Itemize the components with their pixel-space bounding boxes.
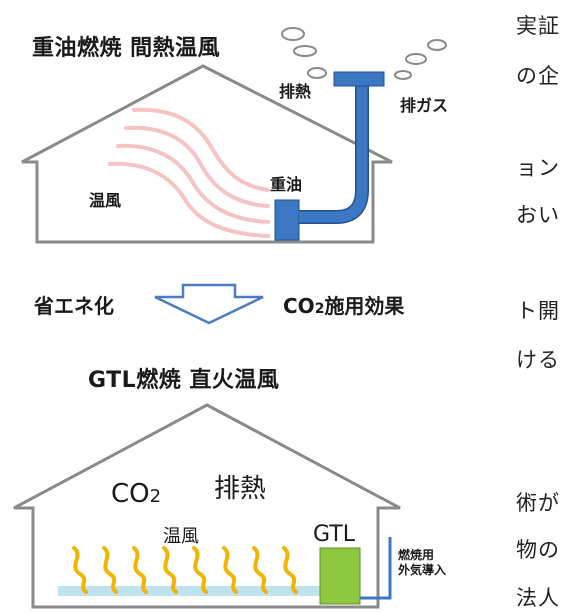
floor-band	[58, 586, 320, 596]
side-text-1: 実証	[516, 14, 560, 38]
co2-label: CO2	[111, 481, 161, 507]
side-text-5: ト開	[516, 299, 560, 323]
warm-air-label: 温風	[89, 191, 122, 210]
bottom-house-outline	[13, 403, 401, 609]
down-arrow	[154, 283, 264, 325]
co2-effect-prefix: CO	[283, 294, 315, 318]
smoke-rings	[281, 27, 447, 80]
warm-air-stripes	[108, 107, 270, 238]
exhaust-heat-label: 排熱	[279, 82, 312, 101]
side-text-2: の企	[516, 64, 560, 88]
heavy-oil-heater	[274, 199, 300, 241]
bottom-diagram-title: GTL燃焼 直火温風	[88, 368, 280, 393]
side-text-4: おい	[516, 203, 560, 227]
side-text-6: ける	[516, 348, 560, 372]
co2-sub: 2	[149, 486, 162, 507]
energy-saving-label: 省エネ化	[34, 294, 114, 318]
bottom-exhaust-heat-label: 排熱	[214, 474, 267, 504]
chimney-cap	[333, 71, 385, 87]
co2-effect-sub: 2	[314, 301, 325, 317]
co2-effect-label: CO2施用効果	[283, 296, 404, 316]
intake-label-line2: 外気導入	[398, 563, 447, 577]
bottom-warm-air-label: 温風	[163, 526, 199, 547]
side-text-7: 術が	[516, 491, 560, 515]
co2-main: CO	[111, 479, 150, 509]
intake-label-line1: 燃焼用	[398, 548, 435, 562]
exhaust-gas-label: 排ガス	[400, 96, 449, 115]
heavy-oil-label: 重油	[270, 175, 303, 194]
side-text-3: ョン	[516, 156, 560, 180]
co2-effect-suffix: 施用効果	[324, 294, 405, 318]
top-diagram-title: 重油燃焼 間熱温風	[32, 36, 221, 61]
top-house-outline	[21, 64, 393, 244]
flames	[72, 546, 298, 594]
gtl-heater	[319, 547, 361, 605]
side-text-9: 法人	[516, 586, 560, 610]
intake-pipe	[360, 537, 392, 600]
intake-label: 燃焼用 外気導入	[398, 548, 446, 578]
gtl-label: GTL	[313, 522, 355, 547]
side-text-8: 物の	[516, 538, 560, 562]
